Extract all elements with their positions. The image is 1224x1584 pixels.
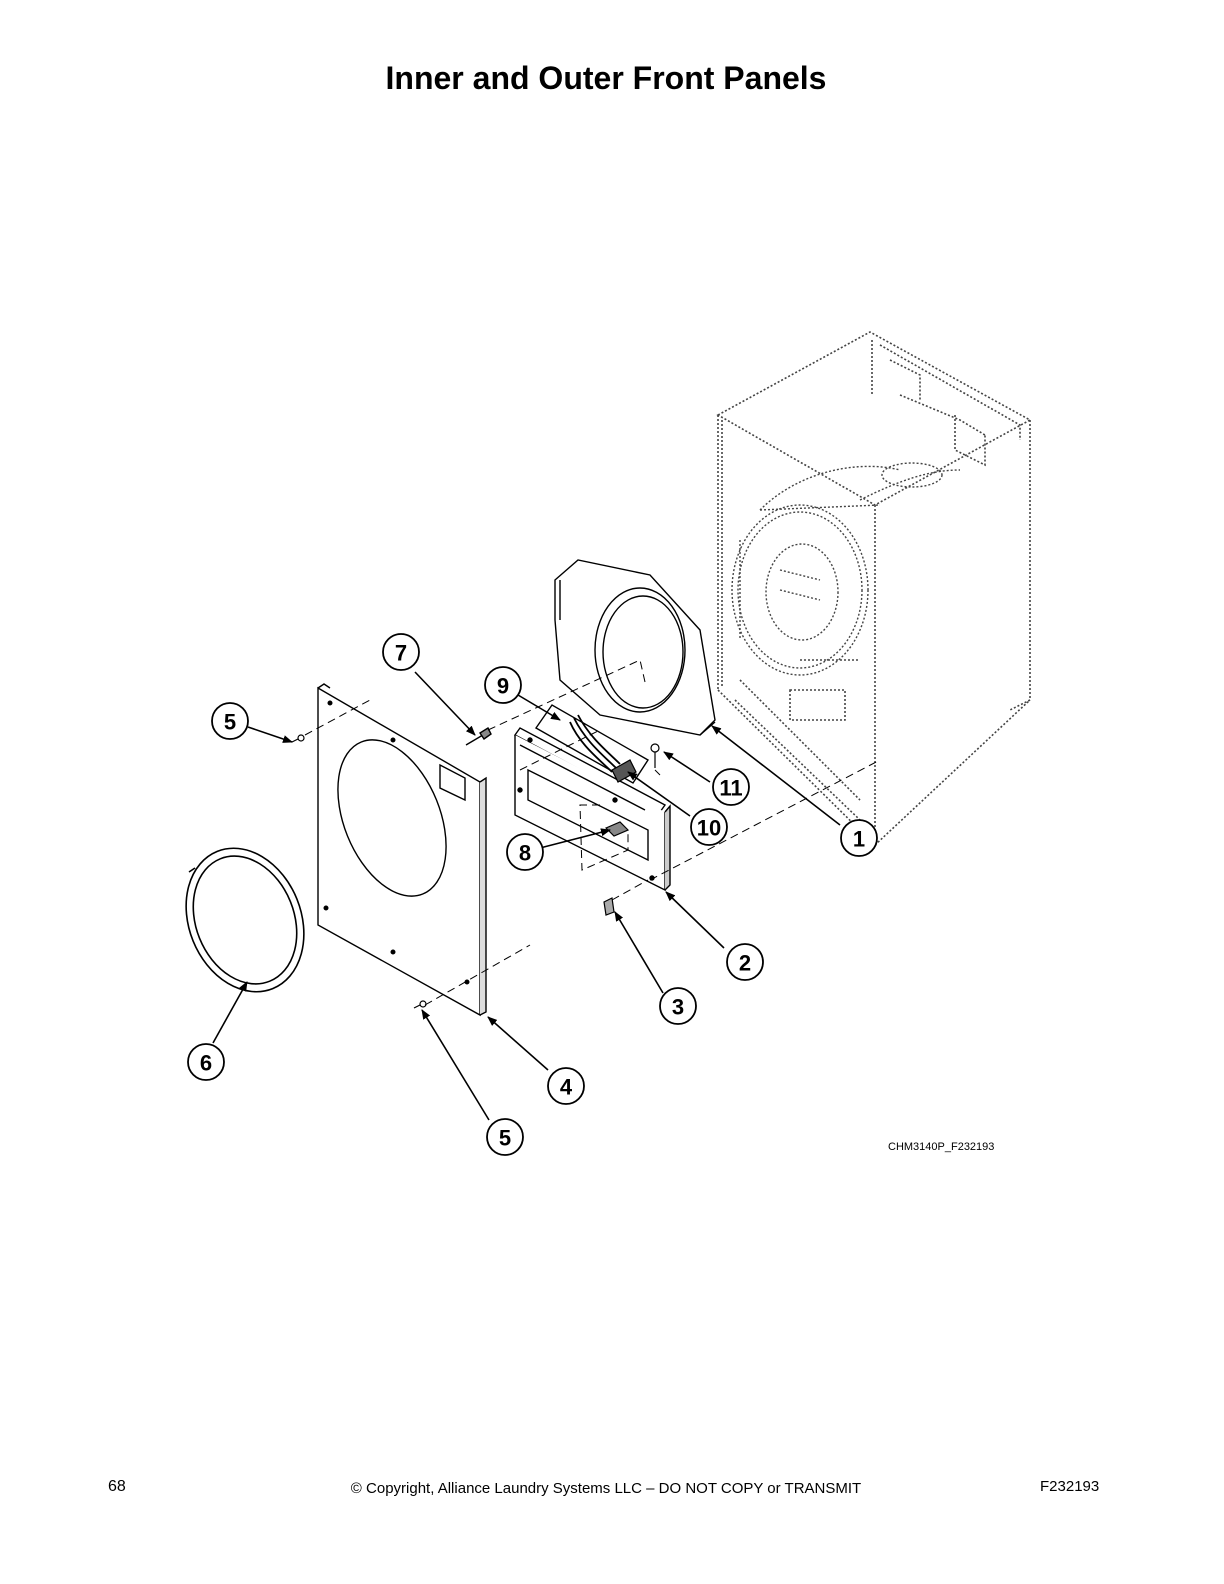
callout-label: 2 <box>739 951 751 976</box>
control-bracket <box>513 727 671 892</box>
callout-label: 5 <box>499 1126 511 1151</box>
page-number: 68 <box>108 1478 126 1495</box>
callout-5-top: 5 <box>211 702 249 740</box>
callout-3: 3 <box>659 987 697 1025</box>
callout-4: 4 <box>547 1067 585 1105</box>
copyright-notice: © Copyright, Alliance Laundry Systems LL… <box>350 1480 862 1497</box>
inner-front-panel <box>554 559 716 736</box>
callout-label: 3 <box>672 995 684 1020</box>
screw-11 <box>650 743 660 768</box>
callout-label: 7 <box>395 641 407 666</box>
drum <box>731 462 961 676</box>
callout-5-bottom: 5 <box>486 1118 524 1156</box>
figure-code: CHM3140P_F232193 <box>888 1141 994 1153</box>
callout-label: 10 <box>697 816 721 841</box>
dryer-cabinet <box>716 331 1032 846</box>
callout-7: 7 <box>382 633 420 671</box>
outer-front-panel <box>317 683 487 1017</box>
callout-1: 1 <box>840 819 878 857</box>
callout-label: 9 <box>497 674 509 699</box>
callout-6: 6 <box>187 1043 225 1081</box>
callout-label: 8 <box>519 841 531 866</box>
callout-label: 1 <box>853 827 865 852</box>
callout-label: 5 <box>224 710 236 735</box>
callout-10: 10 <box>690 808 728 846</box>
screw-5 <box>291 734 427 1009</box>
callout-8: 8 <box>506 833 544 871</box>
clip <box>603 897 615 916</box>
leader-lines <box>212 671 841 1121</box>
door-switch <box>569 714 637 783</box>
callout-label: 11 <box>719 776 742 801</box>
callout-2: 2 <box>726 943 764 981</box>
pin-7 <box>465 726 492 746</box>
callout-11: 11 <box>712 768 750 806</box>
door-gasket <box>185 847 305 993</box>
door-catch <box>604 821 630 837</box>
callout-label: 6 <box>200 1051 212 1076</box>
callout-9: 9 <box>484 666 522 704</box>
page-title: Inner and Outer Front Panels <box>385 60 827 96</box>
document-number: F232193 <box>1040 1478 1100 1495</box>
callout-label: 4 <box>560 1075 573 1100</box>
